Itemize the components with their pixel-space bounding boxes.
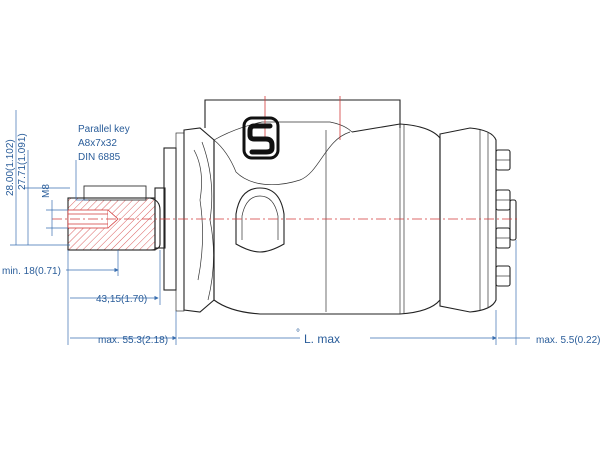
end-bolts <box>495 149 517 287</box>
max55-label: max. 55.3(2.18) <box>98 335 168 346</box>
dim-28-label: 28.00(1.102) <box>5 139 16 196</box>
parallel-key <box>83 185 147 201</box>
dim-43-label: 43,15(1.70) <box>96 294 147 305</box>
lmax-label: L. max <box>304 332 340 346</box>
parallel-key-label: Parallel key <box>78 124 130 135</box>
port-block <box>204 99 401 128</box>
stylized-s-logo <box>242 116 280 160</box>
lmax-mark: ° <box>296 328 300 339</box>
parallel-key-standard: DIN 6885 <box>78 152 121 163</box>
dimensions <box>10 110 530 345</box>
thread-label: M8 <box>41 184 52 198</box>
motor-body <box>154 99 517 315</box>
min18-label: min. 18(0.71) <box>2 266 61 277</box>
dim-27-label: 27.71(1.091) <box>17 133 28 190</box>
parallel-key-size: A8x7x32 <box>78 138 117 149</box>
main-housing <box>213 123 441 315</box>
max5-label: max. 5.5(0.22) <box>536 335 600 346</box>
output-shaft <box>67 185 161 251</box>
front-housing <box>183 127 215 313</box>
side-boss <box>235 187 285 253</box>
end-cap <box>439 127 497 313</box>
